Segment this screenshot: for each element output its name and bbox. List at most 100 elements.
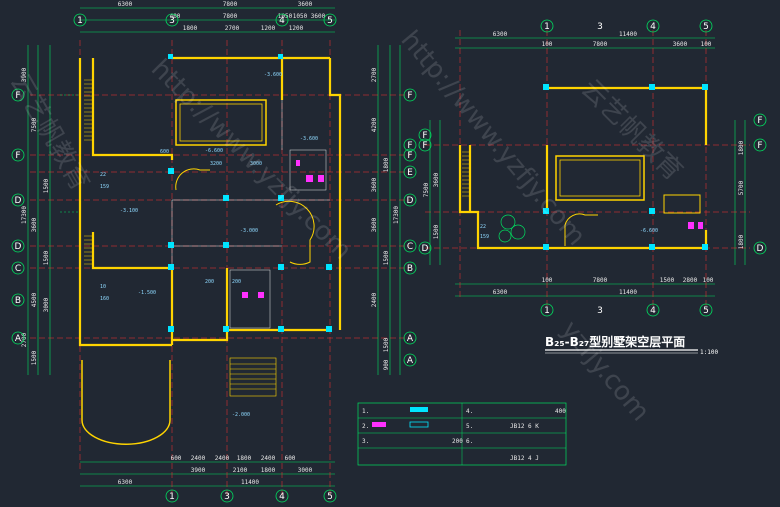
right-bottom-total-2: 11400 [619, 289, 637, 296]
left-bottom-dim-1: 600 [171, 455, 182, 462]
right-bottom-dim-2: 7800 [593, 277, 608, 284]
room-label-10: 200 [205, 279, 214, 285]
room-label-11: 200 [232, 279, 241, 285]
legend-row-3-label: 200 [452, 438, 463, 445]
left-axis-right-2: F [407, 141, 412, 151]
right-vdim-right-1: 1800 [738, 140, 745, 155]
left-top-inner2-1: 1800 [183, 25, 198, 32]
left-axis-bottom-5: 5 [327, 492, 333, 502]
left-top-inner-1: 400 [170, 13, 181, 20]
level-text-7: -3.600 [264, 72, 282, 78]
room-label-7: 600 [160, 149, 169, 155]
left-top-dim-2: 7800 [223, 1, 238, 8]
left-top-inner-5: 3600 [311, 13, 326, 20]
left-bottom-dim-4: 1800 [237, 455, 252, 462]
left-top-inner-4: 1050 [293, 13, 308, 20]
right-axis-left-1: F [422, 131, 427, 141]
legend-row-4-val: JB12 4 J [510, 455, 539, 462]
level-text-4: -3.000 [240, 228, 258, 234]
left-axis-top-4: 4 [279, 16, 285, 26]
right-axis-right-1: F [757, 116, 762, 126]
left-axis-left-7: A [15, 334, 22, 344]
left-bottom-dim-5: 2400 [261, 455, 276, 462]
right-top-dim2-3: 3600 [673, 41, 688, 48]
left-axis-right-1: F [407, 91, 412, 101]
left-axis-right-7: B [407, 264, 413, 274]
right-bottom-dim-4: 2800 [683, 277, 698, 284]
left-bottom-dim-2: 2400 [191, 455, 206, 462]
left-bottom-row2-1: 3900 [191, 467, 206, 474]
left-axis-left-6: B [15, 296, 21, 306]
legend-table: 1. 4. 400 2. 5. JB12 6 K 3. 200 6. JB12 … [357, 402, 567, 466]
left-axis-right-6: C [407, 242, 413, 252]
right-vdim-left-1: 7500 [423, 182, 430, 197]
right-axis-top-5: 5 [703, 22, 709, 32]
right-bottom-total-1: 6300 [493, 289, 508, 296]
watermark-1: http://www.yzfjy.com [145, 54, 357, 266]
drawing-title: B₂₅-B₂₇型别墅架空层平面 [545, 334, 685, 349]
right-side-vdim-6: 1500 [383, 250, 390, 265]
left-top-dim-3: 3600 [298, 1, 313, 8]
right-bottom-dim-3: 1500 [660, 277, 675, 284]
left-axis-left-5: C [15, 264, 21, 274]
left-top-inner-3: 1050 [278, 13, 293, 20]
right-side-vdim-4: 3600 [371, 177, 378, 192]
right-side-vdim-10: 900 [383, 359, 390, 370]
left-bottom-total-1: 6300 [118, 479, 133, 486]
left-axis-left-2: F [15, 151, 20, 161]
room-label-8: 3200 [210, 161, 222, 167]
left-axis-right-4: E [407, 168, 413, 178]
right-side-vdim-3: 1800 [383, 157, 390, 172]
right-axis-top-1: 1 [544, 22, 550, 32]
right-room-label-1: 22 [480, 224, 486, 230]
right-vdim-right-3: 1800 [738, 234, 745, 249]
left-axis-right-8: A [407, 334, 414, 344]
left-plan: 6300 7800 3600 400 7800 1050 1050 3600 1… [11, 1, 417, 503]
left-top-dim-1: 6300 [118, 1, 133, 8]
left-vdim-5: 1500 [43, 178, 50, 193]
left-top-inner2-4: 1200 [289, 25, 304, 32]
drawing-title-block: B₂₅-B₂₇型别墅架空层平面 1:100 [545, 334, 718, 356]
left-bottom-dim-3: 2400 [215, 455, 230, 462]
left-axis-right-5: D [407, 196, 414, 206]
legend-row-2-no: 2. [362, 423, 369, 430]
left-axis-top-3: 3 [169, 16, 175, 26]
right-axis-left-3: D [422, 244, 429, 254]
level-text-3: -3.100 [120, 208, 138, 214]
legend-row-2-val: JB12 6 K [510, 423, 539, 430]
left-top-inner-2: 7800 [223, 13, 238, 20]
left-axis-top-5: 5 [327, 16, 333, 26]
left-vdim-6: 17300 [21, 206, 28, 224]
room-label-4: 10 [100, 284, 106, 290]
right-side-vdim-5: 3600 [371, 217, 378, 232]
right-side-vdim-7: 17300 [393, 206, 400, 224]
level-text-2: -6.600 [205, 148, 223, 154]
left-axis-left-1: F [15, 91, 20, 101]
drawing-scale: 1:100 [700, 349, 718, 356]
right-axis-bottom-5: 5 [703, 306, 709, 316]
legend-row-1-val: 400 [555, 408, 566, 415]
right-room-label-2: 159 [480, 234, 489, 240]
left-axis-left-4: D [15, 242, 22, 252]
left-bottom-row2-4: 3000 [298, 467, 313, 474]
level-text-1: -3.600 [300, 136, 318, 142]
left-axis-bottom-4: 4 [279, 492, 285, 502]
right-bottom-dim-5: 100 [703, 277, 714, 284]
room-label-1: 22 [100, 172, 106, 178]
right-side-vdim-8: 2400 [371, 292, 378, 307]
left-bottom-total-2: 11400 [241, 479, 259, 486]
left-vdim-10: 1500 [31, 350, 38, 365]
level-text-6: -2.000 [232, 412, 250, 418]
watermarks: http://www.yzfjy.com 云艺帆教育 http://www.yz… [4, 25, 688, 427]
left-vdim-8: 3000 [43, 297, 50, 312]
room-label-9: 3000 [250, 161, 262, 167]
watermark-2: 云艺帆教育 [4, 69, 95, 197]
legend-row-1-no: 1. [362, 408, 369, 415]
left-axis-right-9: A [407, 356, 414, 366]
left-bottom-row2-3: 1800 [261, 467, 276, 474]
right-side-vdim-9: 1500 [383, 337, 390, 352]
right-top-dim-2: 11400 [619, 31, 637, 38]
right-axis-bottom-4: 4 [650, 306, 656, 316]
left-top-inner2-3: 1200 [261, 25, 276, 32]
